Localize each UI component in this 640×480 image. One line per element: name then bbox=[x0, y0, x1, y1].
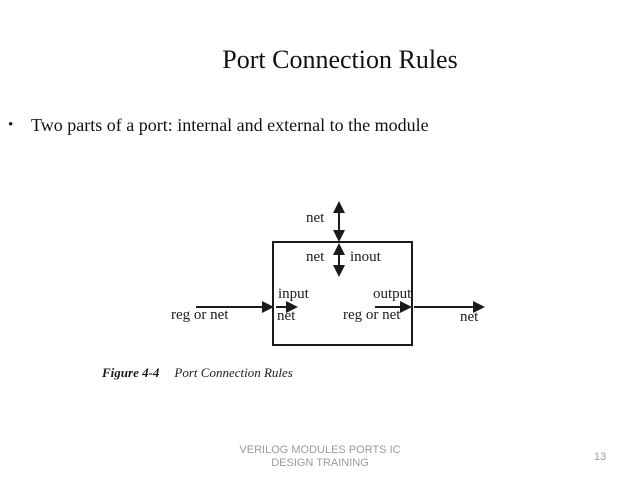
figure-caption: Figure 4-4 Port Connection Rules bbox=[102, 365, 293, 380]
label-output-outside-net: net bbox=[460, 309, 479, 325]
output-inner-arrow-shaft bbox=[375, 306, 401, 308]
label-output-port: output bbox=[373, 286, 412, 302]
right-arrow-icon bbox=[473, 301, 485, 313]
bullet-text: Two parts of a port: internal and extern… bbox=[31, 115, 429, 135]
footer-line-1: VERILOG MODULES PORTS IC bbox=[239, 444, 401, 456]
label-top-inside-net: net bbox=[306, 249, 325, 265]
inout-inner-arrow-shaft bbox=[338, 253, 340, 267]
bullet-item: • Two parts of a port: internal and exte… bbox=[8, 113, 608, 137]
down-arrow-icon bbox=[333, 265, 345, 277]
right-arrow-icon bbox=[400, 301, 412, 313]
page-number: 13 bbox=[594, 451, 607, 463]
slide-title: Port Connection Rules bbox=[222, 45, 458, 74]
label-input-port: input bbox=[278, 286, 309, 302]
figure-caption-label: Figure 4-4 bbox=[102, 365, 160, 380]
footer-line-2: DESIGN TRAINING bbox=[271, 457, 369, 469]
input-inner-arrow-shaft bbox=[276, 306, 287, 308]
label-output-inside: reg or net bbox=[343, 307, 401, 323]
output-outer-arrow-shaft bbox=[414, 306, 474, 308]
up-arrow-icon bbox=[333, 201, 345, 213]
footer: VERILOG MODULES PORTS IC DESIGN TRAINING bbox=[0, 444, 640, 470]
right-arrow-icon bbox=[262, 301, 274, 313]
module-box bbox=[272, 241, 413, 346]
figure-caption-title: Port Connection Rules bbox=[174, 365, 293, 380]
down-arrow-icon bbox=[333, 230, 345, 242]
label-inout-port: inout bbox=[350, 249, 381, 265]
label-input-inside-net: net bbox=[277, 308, 296, 324]
label-top-outside-net: net bbox=[306, 210, 325, 226]
inout-outer-arrow-shaft bbox=[338, 211, 340, 232]
bullet-icon: • bbox=[8, 117, 14, 133]
input-outer-arrow-shaft bbox=[196, 306, 263, 308]
label-input-outside: reg or net bbox=[171, 307, 229, 323]
right-arrow-icon bbox=[286, 301, 298, 313]
up-arrow-icon bbox=[333, 243, 345, 255]
